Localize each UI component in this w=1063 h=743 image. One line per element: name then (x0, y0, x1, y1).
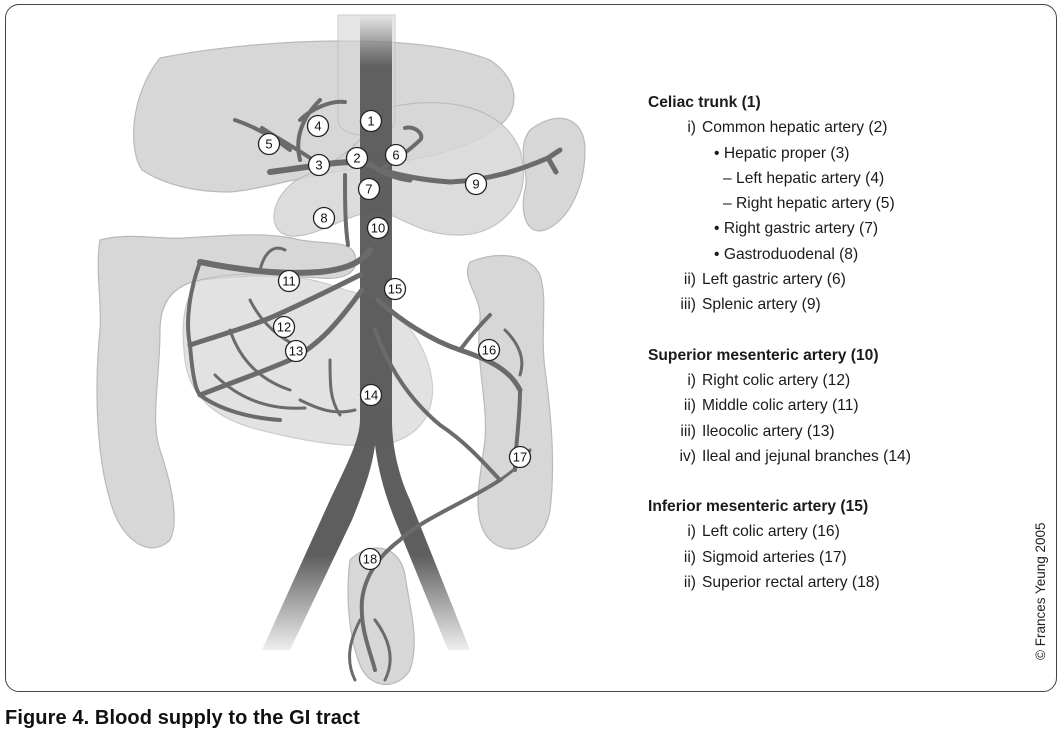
figure-caption: Figure 4. Blood supply to the GI tract (5, 707, 360, 729)
marker-8: 8 (312, 206, 336, 230)
svg-text:15: 15 (388, 282, 402, 297)
celiac-title: Celiac trunk (1) (648, 94, 761, 111)
marker-1: 1 (359, 109, 383, 133)
marker-14: 14 (359, 383, 383, 407)
legend-item: • Hepatic proper (3) (714, 144, 850, 162)
svg-text:5: 5 (265, 137, 272, 152)
marker-18: 18 (358, 547, 382, 571)
svg-text:9: 9 (472, 177, 479, 192)
legend-item: • Right gastric artery (7) (714, 220, 879, 238)
marker-12: 12 (272, 315, 296, 339)
artery-legend: Celiac trunk (1) i)Common hepatic artery… (648, 90, 968, 620)
svg-text:1: 1 (367, 114, 374, 129)
legend-item: ii)Superior rectal artery (18) (683, 574, 880, 592)
copyright-notice: © Frances Yeung 2005 (1033, 522, 1048, 660)
marker-16: 16 (477, 338, 501, 362)
svg-text:17: 17 (513, 450, 527, 465)
colon (96, 234, 357, 549)
marker-6: 6 (384, 143, 408, 167)
legend-item: – Left hepatic artery (4) (723, 169, 885, 187)
marker-5: 5 (257, 132, 281, 156)
marker-2: 2 (345, 146, 369, 170)
svg-text:3: 3 (315, 158, 322, 173)
svg-text:4: 4 (314, 119, 321, 134)
marker-17: 17 (508, 445, 532, 469)
svg-text:2: 2 (353, 151, 360, 166)
legend-item: iii)Splenic artery (9) (680, 296, 821, 314)
aorta (262, 15, 470, 650)
svg-text:11: 11 (282, 274, 296, 289)
arteries (186, 98, 563, 682)
legend-item: ii)Middle colic artery (11) (683, 397, 859, 415)
spleen (522, 117, 586, 232)
svg-text:16: 16 (482, 343, 496, 358)
organs (96, 14, 586, 685)
legend-item: i)Left colic artery (16) (687, 523, 840, 541)
svg-text:7: 7 (365, 182, 372, 197)
svg-text:14: 14 (364, 388, 378, 403)
marker-11: 11 (277, 269, 301, 293)
sma-title: Superior mesenteric artery (10) (648, 346, 879, 364)
marker-9: 9 (464, 172, 488, 196)
marker-4: 4 (306, 114, 330, 138)
svg-text:18: 18 (363, 552, 377, 567)
legend-item: ii)Sigmoid arteries (17) (683, 548, 847, 566)
legend-item: ii)Left gastric artery (6) (683, 271, 846, 289)
legend-item: i)Right colic artery (12) (687, 371, 851, 389)
marker-15: 15 (383, 277, 407, 301)
legend-item: iv)Ileal and jejunal branches (14) (679, 447, 911, 465)
ima-section: Inferior mesenteric artery (15) i)Left c… (648, 494, 968, 595)
descending-colon (466, 255, 554, 550)
legend-item: iii)Ileocolic artery (13) (680, 422, 835, 440)
marker-7: 7 (357, 177, 381, 201)
legend-item: i)Common hepatic artery (2) (687, 119, 888, 137)
marker-13: 13 (284, 339, 308, 363)
svg-text:13: 13 (289, 344, 303, 359)
marker-3: 3 (307, 153, 331, 177)
rectum (347, 547, 415, 685)
legend-item: • Gastroduodenal (8) (714, 245, 859, 263)
svg-text:6: 6 (392, 148, 399, 163)
celiac-section: Celiac trunk (1) i)Common hepatic artery… (648, 90, 968, 318)
svg-text:12: 12 (277, 320, 291, 335)
svg-text:10: 10 (371, 221, 385, 236)
marker-10: 10 (366, 216, 390, 240)
ima-title: Inferior mesenteric artery (15) (648, 498, 869, 516)
svg-text:8: 8 (320, 211, 327, 226)
legend-item: – Right hepatic artery (5) (723, 195, 895, 213)
sma-section: Superior mesenteric artery (10) i)Right … (648, 343, 968, 469)
